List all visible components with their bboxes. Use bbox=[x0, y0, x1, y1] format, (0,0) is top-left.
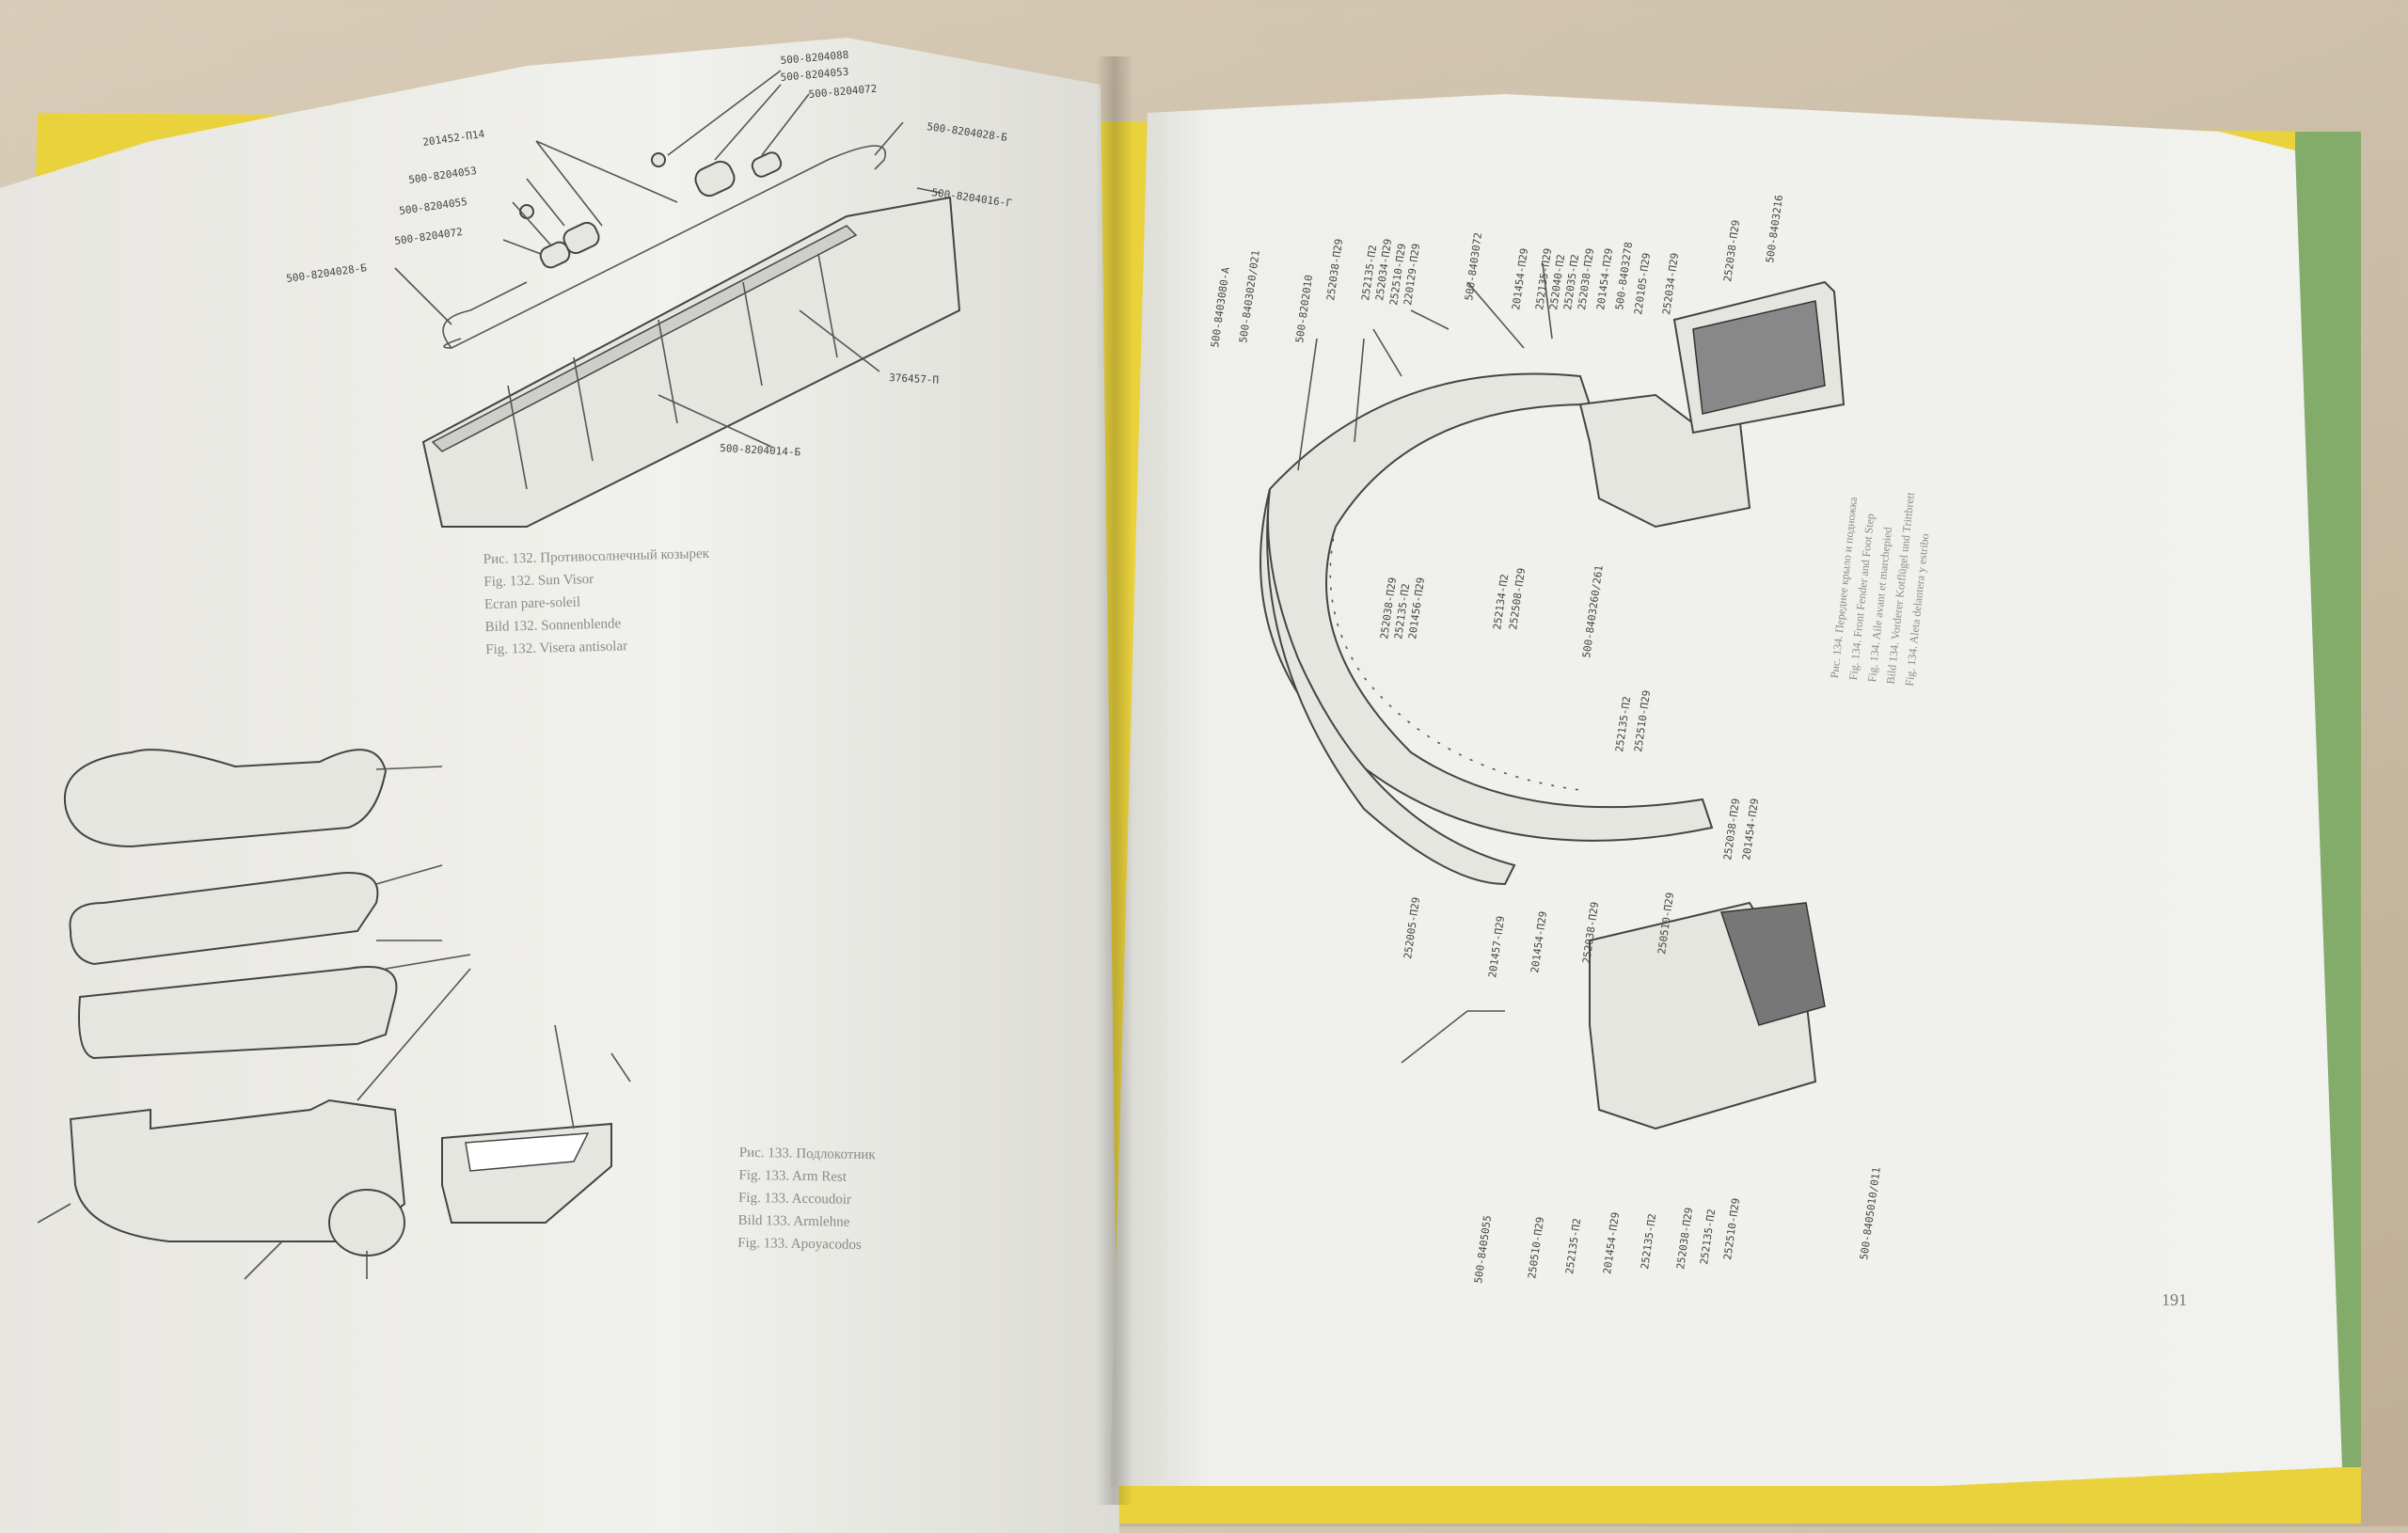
part-number: 252038-П29 bbox=[1324, 238, 1345, 301]
part-number: 252034-П29 bbox=[1660, 252, 1681, 315]
part-number: 201452-П14 bbox=[422, 128, 486, 149]
part-number: 252038-П29 bbox=[1721, 798, 1742, 861]
part-number: 500-8204055 bbox=[399, 196, 468, 217]
part-number: 500-8403260/261 bbox=[1580, 564, 1606, 658]
fender-and-footstep-drawing bbox=[1259, 262, 1846, 1130]
part-number: 500-8204028-Б bbox=[927, 120, 1008, 144]
part-number: 500-8403216 bbox=[1764, 194, 1785, 263]
part-number: 252038-П29 bbox=[1721, 219, 1742, 282]
book-gutter bbox=[1096, 56, 1133, 1505]
caption-line: Рис. 133. Подлокотник bbox=[738, 1145, 876, 1163]
part-number: 500-8202010 bbox=[1293, 274, 1315, 343]
part-number: 376457-П bbox=[889, 371, 940, 387]
part-number: 500-8405010/011 bbox=[1858, 1166, 1883, 1260]
arm-rest-drawing bbox=[37, 749, 631, 1280]
part-number: 252135-П2 bbox=[1698, 1209, 1718, 1266]
part-number: 252135-П2 bbox=[1563, 1218, 1583, 1275]
caption-line: Fig. 133. Apoyacodos bbox=[737, 1235, 862, 1254]
part-number: 252510-П29 bbox=[1721, 1197, 1742, 1260]
part-number: 500-8204028-Б bbox=[286, 261, 368, 285]
part-number: 500-8204014-Б bbox=[720, 442, 801, 459]
page-number: 191 bbox=[2162, 1290, 2187, 1309]
part-number: 220105-П29 bbox=[1632, 252, 1653, 315]
part-number: 500-8204072 bbox=[808, 83, 878, 101]
part-number: 201457-П29 bbox=[1486, 915, 1507, 978]
caption-line: Fig. 133. Arm Rest bbox=[738, 1167, 848, 1185]
part-number: 201454-П29 bbox=[1529, 910, 1549, 973]
part-number: 201454-П29 bbox=[1740, 798, 1761, 861]
part-number: 500-8204053 bbox=[408, 165, 478, 186]
fig132-caption: Рис. 132. Противосолнечный козырек Fig. … bbox=[483, 543, 711, 661]
part-number: 252135-П2 bbox=[1613, 696, 1633, 753]
part-number: 500-8403080-А bbox=[1209, 266, 1232, 348]
part-number: 500-8403020/021 bbox=[1237, 249, 1262, 343]
part-number: 500-8204088 bbox=[780, 49, 849, 67]
part-number: 250510-П29 bbox=[1526, 1216, 1546, 1279]
part-number: 252510-П29 bbox=[1632, 689, 1653, 752]
part-number: 500-8403278 bbox=[1613, 241, 1635, 310]
part-number: 201454-П29 bbox=[1594, 247, 1615, 310]
sun-visor-drawing bbox=[394, 70, 961, 528]
part-number: 201454-П29 bbox=[1601, 1211, 1622, 1274]
part-number: 500-8204072 bbox=[394, 226, 464, 247]
part-number: 500-8405055 bbox=[1472, 1214, 1494, 1284]
fig133-caption: Рис. 133. Подлокотник Fig. 133. Arm Rest… bbox=[737, 1142, 876, 1257]
part-number: 201454-П29 bbox=[1510, 247, 1530, 310]
part-number: 500-8204053 bbox=[780, 66, 849, 84]
part-number: 252135-П2 bbox=[1639, 1213, 1658, 1271]
fig134-caption: Рис. 134. Переднее крыло и подножка Fig.… bbox=[1825, 485, 1939, 687]
caption-line: Fig. 133. Accoudoir bbox=[737, 1190, 852, 1208]
part-number: 252005-П29 bbox=[1402, 896, 1422, 959]
part-number: 500-8403072 bbox=[1463, 231, 1484, 301]
part-number: 252038-П29 bbox=[1674, 1207, 1695, 1270]
caption-line: Bild 133. Armlehne bbox=[737, 1212, 850, 1230]
